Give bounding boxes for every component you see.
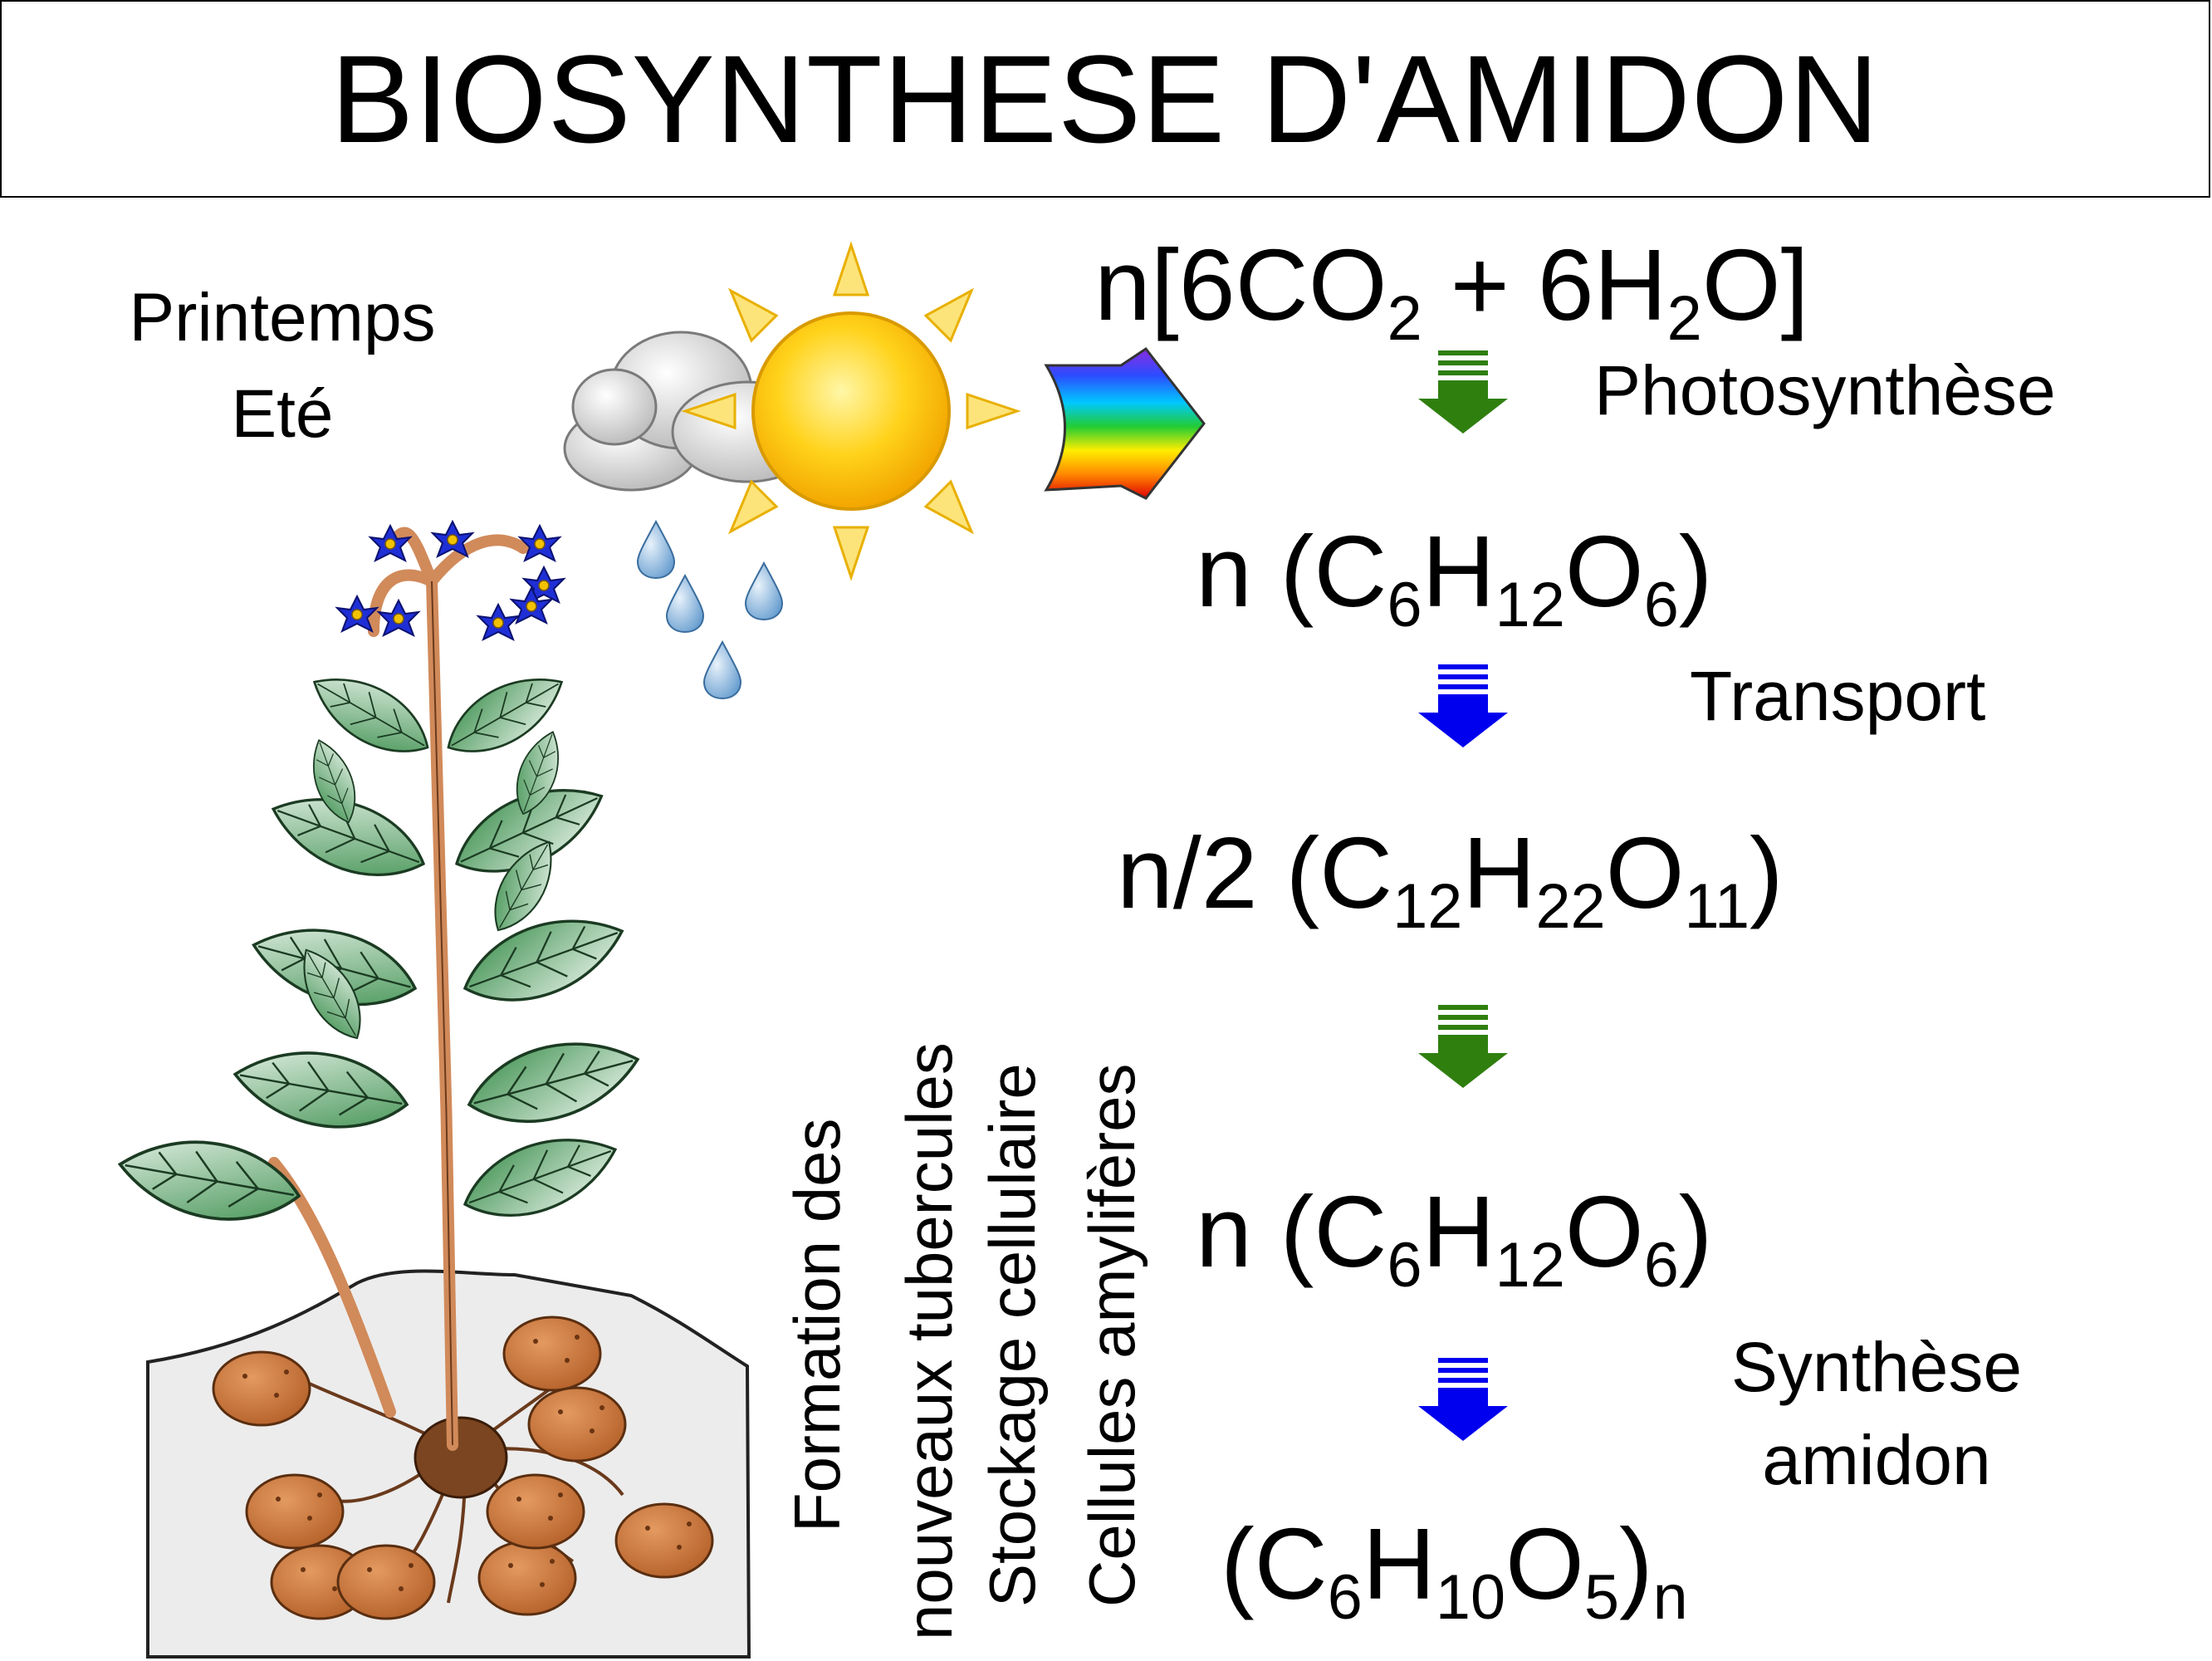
formula-text: n[6CO [1094,228,1387,341]
formula-text: ) [1619,1507,1653,1620]
step-synthese-line-2: amidon [1762,1421,1991,1499]
formula-subscript: 6 [1643,571,1679,641]
formula-subscript: n [1652,1563,1688,1634]
formula-subscript: 10 [1435,1563,1506,1634]
formula-text: O [1605,816,1685,929]
formula-text: O [1564,515,1644,628]
formula-glucose-1: n (C6H12O6) [1196,521,1712,637]
formula-subscript: 12 [1495,1231,1565,1301]
formula-text: ) [1750,816,1784,929]
formula-text: n (C [1196,1175,1387,1288]
sun-icon [681,241,1021,581]
formula-subscript: 12 [1392,872,1463,943]
step-synthese-amidon: Synthèse amidon [1677,1320,2076,1507]
formula-subscript: 6 [1387,1231,1422,1301]
step-transport: Transport [1690,657,1986,735]
formula-text: n (C [1196,515,1387,628]
formula-text: H [1422,515,1495,628]
formula-text: n/2 (C [1117,816,1393,929]
vertical-label-formation-2: nouveaux tubercules [893,1042,966,1640]
seed-tuber [414,1416,508,1499]
step-photosynthese: Photosynthèse [1594,351,2056,429]
formula-text: O] [1701,228,1809,341]
season-line-2: Eté [231,376,334,452]
formula-subscript: 5 [1583,1563,1619,1634]
vertical-label-stockage: Stockage cellulaire [976,1063,1049,1607]
formula-text: + 6H [1422,228,1667,341]
formula-text: ) [1678,1175,1713,1288]
formula-text: H [1362,1507,1436,1620]
formula-glucose-2: n (C6H12O6) [1196,1181,1712,1297]
vertical-label-cellules: Cellules amylifères [1075,1063,1148,1607]
formula-text: (C [1221,1507,1328,1620]
light-arrow-icon [1044,346,1206,500]
formula-subscript: 22 [1535,872,1606,943]
season-label: Printemps Eté [75,270,490,463]
step-synthese-line-1: Synthèse [1730,1328,2023,1406]
formula-subscript: 12 [1495,571,1565,641]
formula-subscript: 6 [1327,1563,1363,1634]
page-title: BIOSYNTHESE D'AMIDON [0,0,2210,198]
formula-text: O [1505,1507,1584,1620]
formula-text: H [1422,1175,1495,1288]
formula-subscript: 11 [1684,872,1750,943]
formula-text: O [1564,1175,1644,1288]
formula-subscript: 6 [1387,571,1422,641]
formula-subscript: 6 [1643,1231,1679,1301]
season-line-1: Printemps [129,280,436,355]
raindrop-icon [637,521,783,699]
formula-text: H [1462,816,1536,929]
formula-subscript: 2 [1387,284,1422,355]
formula-starch: (C6H10O5)n [1221,1513,1688,1629]
vertical-label-formation-1: Formation des [781,1118,854,1532]
plant-leaves [111,658,648,1237]
formula-sucrose: n/2 (C12H22O11) [1117,822,1784,938]
formula-co2-h2o: n[6CO2 + 6H2O] [1094,234,1809,350]
formula-subscript: 2 [1666,284,1702,355]
formula-text: ) [1678,515,1713,628]
